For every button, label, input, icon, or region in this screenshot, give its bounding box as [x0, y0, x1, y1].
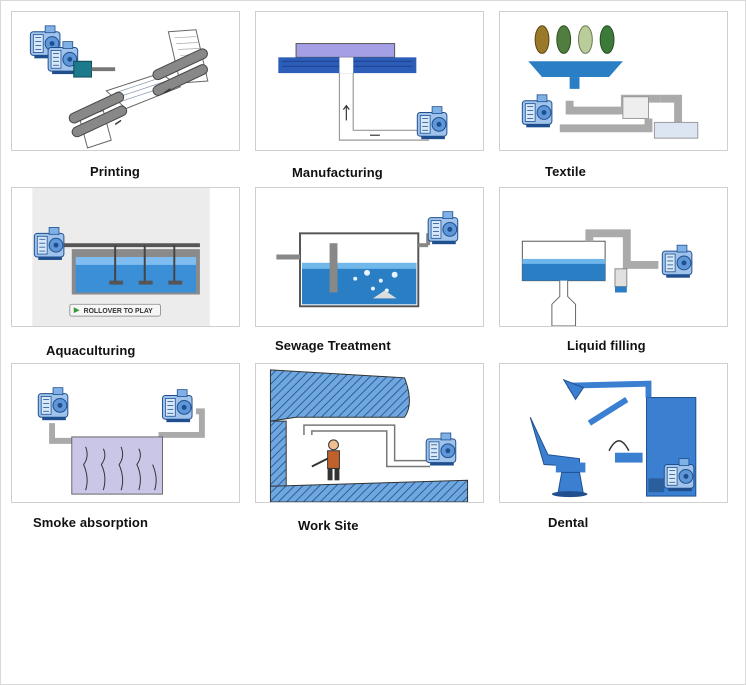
blower-icon	[161, 389, 193, 423]
caption-liquid: Liquid filling	[567, 338, 646, 353]
yarn-spools	[534, 25, 615, 54]
caption-aquaculturing: Aquaculturing	[46, 343, 136, 358]
blower-icon	[37, 387, 69, 421]
manufacturing-panel[interactable]	[255, 11, 484, 151]
blower-icon	[661, 244, 693, 279]
caption-textile: Textile	[545, 164, 586, 179]
printing-illustration	[29, 25, 209, 149]
dental-chair-icon	[529, 417, 588, 498]
aquaculturing-panel[interactable]: ROLLOVER TO PLAY	[11, 187, 240, 327]
textile-panel[interactable]	[499, 11, 728, 151]
person-icon	[311, 439, 340, 481]
caption-manufacturing: Manufacturing	[292, 165, 383, 180]
smoke-absorption-illustration	[37, 387, 205, 495]
dental-panel[interactable]	[499, 363, 728, 503]
dental-illustration	[529, 378, 697, 498]
roller-icon	[71, 105, 128, 138]
liquid-filling-panel[interactable]	[499, 187, 728, 327]
smoke-absorption-panel[interactable]	[11, 363, 240, 503]
textile-illustration	[521, 25, 699, 139]
rollover-label: ROLLOVER TO PLAY	[84, 308, 154, 315]
roller-icon	[152, 48, 208, 81]
caption-worksite: Work Site	[298, 518, 359, 533]
liquid-filling-illustration	[521, 229, 693, 326]
printing-panel[interactable]	[11, 11, 240, 151]
caption-dental: Dental	[548, 515, 589, 530]
caption-smoke: Smoke absorption	[33, 515, 149, 530]
roller-icon	[68, 91, 125, 124]
blower-icon	[416, 106, 448, 140]
caption-sewage: Sewage Treatment	[275, 338, 391, 353]
blower-icon	[521, 94, 553, 128]
manufacturing-illustration	[278, 43, 448, 141]
caption-printing: Printing	[90, 164, 140, 179]
sewage-illustration	[276, 211, 459, 308]
roller-icon	[152, 64, 208, 96]
work-site-panel[interactable]	[255, 363, 484, 503]
play-button-icon	[69, 303, 161, 317]
sewage-panel[interactable]	[255, 187, 484, 327]
work-site-illustration	[269, 369, 469, 502]
blower-icon	[427, 211, 459, 245]
blower-icon	[425, 432, 457, 467]
aquaculturing-illustration: ROLLOVER TO PLAY	[32, 188, 210, 326]
